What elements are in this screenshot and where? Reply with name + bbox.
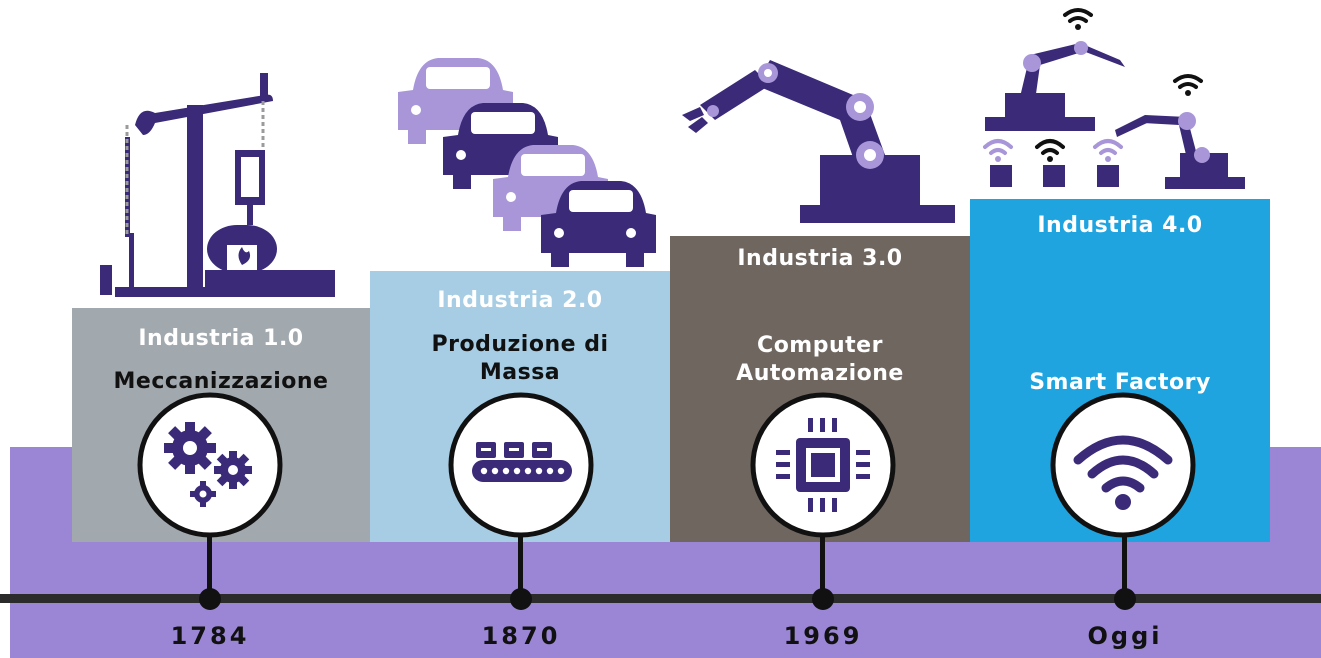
gears-icon xyxy=(137,392,283,538)
conveyor-belt-icon xyxy=(448,392,594,538)
year-label: 1784 xyxy=(170,622,250,650)
cars-icon xyxy=(398,58,656,267)
timeline-line xyxy=(0,594,1321,603)
timeline-dot xyxy=(199,588,221,610)
steam-pump-icon xyxy=(100,73,335,297)
wifi-icon xyxy=(1050,392,1196,538)
era-title: Smart Factory xyxy=(1029,370,1211,395)
timeline-stem xyxy=(1122,530,1127,600)
timeline-dot xyxy=(812,588,834,610)
microchip-icon xyxy=(750,392,896,538)
timeline-stem xyxy=(207,530,212,600)
year-label: Oggi xyxy=(1087,622,1163,650)
robot-arm-icon xyxy=(682,60,955,223)
era-title: Computer Automazione xyxy=(736,333,904,386)
timeline-dot xyxy=(1114,588,1136,610)
era-tag: Industria 3.0 xyxy=(737,246,903,271)
timeline-dot xyxy=(510,588,532,610)
era-title: Meccanizzazione xyxy=(113,369,329,394)
connected-robots-icon xyxy=(983,8,1245,189)
year-label: 1870 xyxy=(481,622,561,650)
era-tag: Industria 4.0 xyxy=(1037,213,1203,238)
timeline-stem xyxy=(518,530,523,600)
era-title: Produzione di Massa xyxy=(431,332,609,385)
timeline-stem xyxy=(820,530,825,600)
era-tag: Industria 1.0 xyxy=(138,326,304,351)
era-tag: Industria 2.0 xyxy=(437,288,603,313)
year-label: 1969 xyxy=(783,622,863,650)
